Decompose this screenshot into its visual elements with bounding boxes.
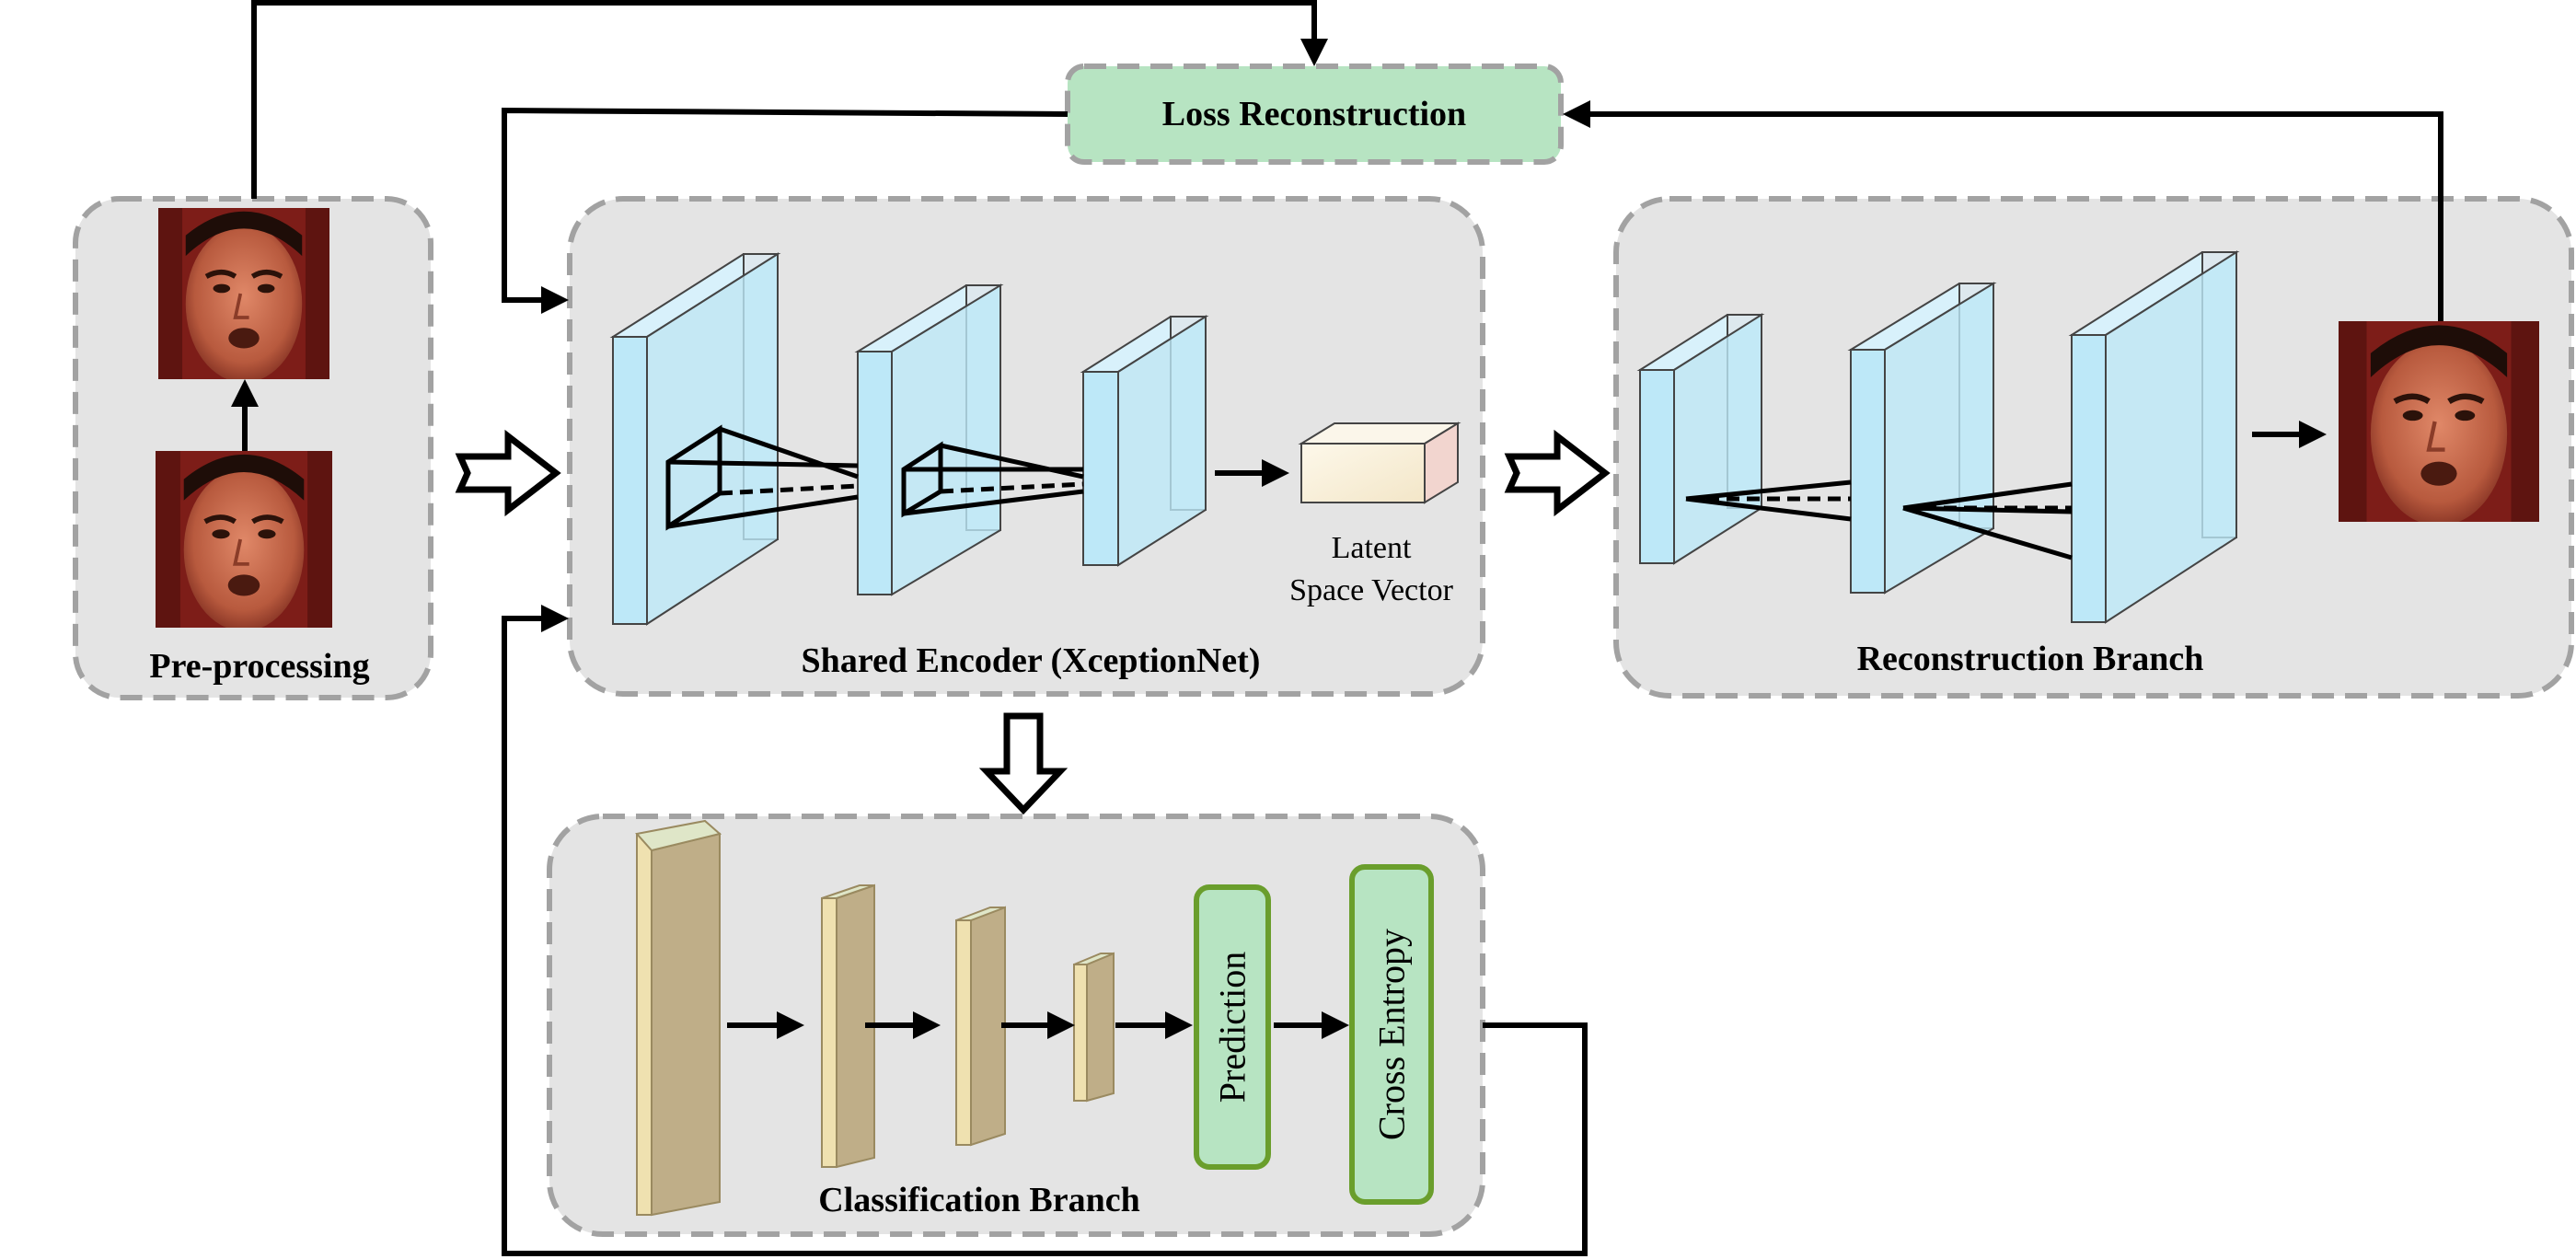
cross-entropy-label: Cross Entropy (1371, 929, 1413, 1140)
decoder-layer-1 (1636, 313, 1765, 565)
classifier-layer-2 (821, 884, 875, 1169)
decoder-layer-2 (1847, 282, 1997, 595)
classifier-layer-3 (955, 906, 1006, 1147)
upsample-lines-2 (1902, 481, 2073, 560)
output-to-loss-line (1563, 100, 2443, 321)
reconstruction-label: Reconstruction Branch (1857, 640, 2204, 678)
encoder-layer-3 (1080, 315, 1209, 567)
preprocessing-to-encoder-arrow (455, 429, 561, 517)
prediction-box (1194, 884, 1271, 1170)
latent-space-vector (1298, 422, 1461, 504)
reconstructed-face-image (2339, 321, 2539, 526)
encoder-to-classification-arrow (978, 712, 1069, 815)
receptive-field-2 (901, 441, 1084, 518)
encoder-layer-2 (854, 283, 1004, 596)
upsample-lines-1 (1685, 479, 1852, 522)
latent-label-line-1: Latent (1332, 531, 1412, 565)
shared-encoder-panel: Latent Space Vector Shared Encoder (Xcep… (567, 196, 1485, 697)
receptive-field-1 (665, 424, 859, 531)
preprocessing-panel: Pre-processing (73, 196, 433, 700)
reconstruction-panel: Reconstruction Branch (1613, 196, 2574, 699)
prediction-label: Prediction (1212, 952, 1253, 1103)
hollow-arrows (455, 429, 1611, 815)
cropped-face-image (158, 208, 329, 383)
cross-entropy-box (1349, 864, 1434, 1205)
preprocessing-label: Pre-processing (149, 647, 369, 686)
connector-lines (251, 0, 2443, 1256)
classifier-layer-1 (635, 819, 722, 1217)
classification-label: Classification Branch (818, 1181, 1139, 1219)
encoder-to-reconstruction-arrow (1504, 429, 1611, 517)
shared-encoder-label: Shared Encoder (XceptionNet) (802, 641, 1261, 680)
preprocessing-to-loss-line (251, 0, 1328, 199)
encoder-layer-1 (609, 252, 781, 626)
cross-entropy-to-encoder-line (502, 605, 1588, 1256)
loss-to-encoder-line (502, 107, 1069, 314)
classification-panel: Prediction Cross Entropy Classification … (547, 814, 1485, 1237)
input-frame-image (156, 451, 332, 631)
loss-reconstruction-box (1065, 64, 1564, 165)
classifier-layer-4 (1073, 952, 1115, 1103)
latent-label-line-2: Space Vector (1289, 573, 1453, 607)
decoder-layer-3 (2068, 250, 2240, 624)
loss-reconstruction-label: Loss Reconstruction (1162, 95, 1466, 133)
